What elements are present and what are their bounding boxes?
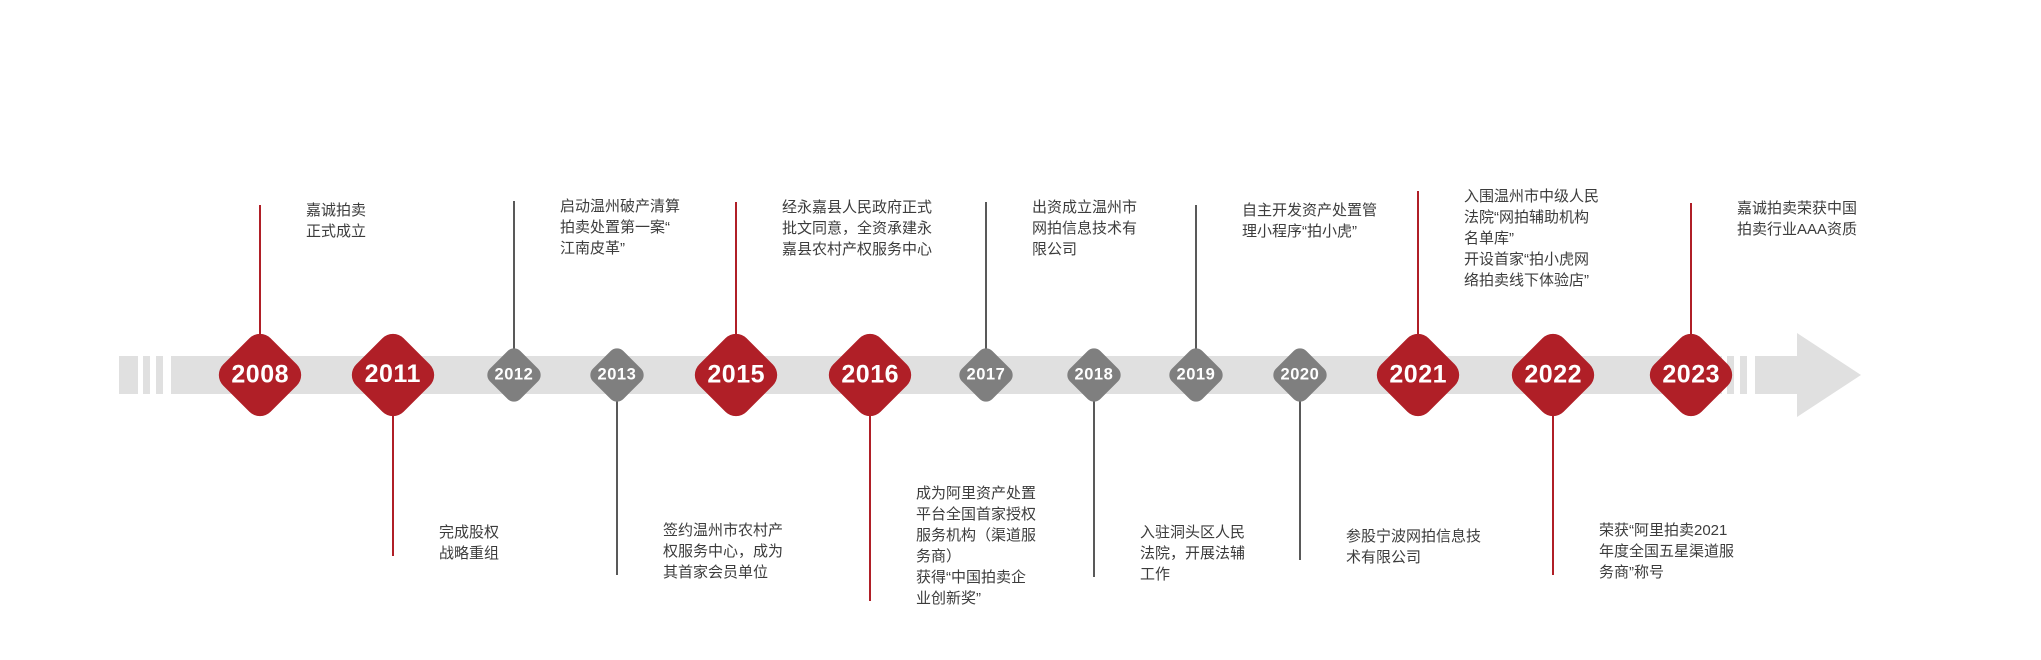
- year-label: 2021: [1389, 360, 1447, 389]
- connector-line: [1092, 375, 1096, 577]
- year-label: 2012: [494, 365, 534, 384]
- year-diamond: 2019: [1165, 344, 1227, 406]
- milestone-note: 经永嘉县人民政府正式 批文同意，全资承建永 嘉县农村产权服务中心: [782, 199, 933, 258]
- year-label: 2018: [1074, 365, 1114, 384]
- connector-line: [615, 375, 619, 575]
- year-diamond: 2021: [1370, 327, 1466, 423]
- connector-line: [258, 205, 262, 375]
- milestone-note: 成为阿里资产处置 平台全国首家授权 服务机构（渠道服 务商） 获得“中国拍卖企 …: [916, 485, 1037, 607]
- year-label: 2013: [597, 365, 637, 384]
- year-diamond: 2011: [345, 327, 441, 423]
- connector-line: [391, 375, 395, 556]
- milestone-note: 启动温州破产清算 拍卖处置第一案“ 江南皮革”: [560, 198, 681, 257]
- connector-line: [1194, 205, 1198, 375]
- bar-segment-gap: [1734, 354, 1740, 396]
- bar-segment-gap: [1747, 354, 1755, 396]
- year-diamond: 2017: [955, 344, 1017, 406]
- year-label: 2020: [1280, 365, 1320, 384]
- connector-line: [512, 201, 516, 375]
- year-diamond: 2018: [1063, 344, 1125, 406]
- year-diamond: 2020: [1269, 344, 1331, 406]
- year-label: 2017: [966, 365, 1006, 384]
- milestone-note: 嘉诚拍卖 正式成立: [306, 202, 367, 240]
- year-label: 2022: [1524, 360, 1582, 389]
- bar-segment-gap: [150, 354, 156, 396]
- timeline-arrow-icon: [1797, 333, 1861, 417]
- bar-segment-gap: [138, 354, 143, 396]
- milestone-note: 入驻洞头区人民 法院，开展法辅 工作: [1140, 524, 1246, 583]
- milestone-note: 自主开发资产处置管 理小程序“拍小虎”: [1242, 202, 1378, 240]
- connector-line: [1551, 375, 1555, 575]
- year-diamond: 2023: [1643, 327, 1739, 423]
- connector-line: [1689, 203, 1693, 375]
- milestone-note: 参股宁波网拍信息技 术有限公司: [1346, 528, 1482, 566]
- connector-line: [1416, 191, 1420, 375]
- year-diamond: 2016: [822, 327, 918, 423]
- milestone-note: 荣获“阿里拍卖2021 年度全国五星渠道服 务商”称号: [1599, 522, 1735, 581]
- milestone-note: 嘉诚拍卖荣获中国 拍卖行业AAA资质: [1737, 200, 1858, 238]
- milestone-note: 签约温州市农村产 权服务中心，成为 其首家会员单位: [663, 522, 784, 581]
- year-label: 2016: [841, 360, 899, 389]
- year-diamond: 2013: [586, 344, 648, 406]
- connector-line: [868, 375, 872, 601]
- connector-line: [1298, 375, 1302, 560]
- connector-line: [734, 202, 738, 375]
- year-label: 2008: [231, 360, 289, 389]
- year-diamond: 2008: [212, 327, 308, 423]
- year-diamond: 2022: [1505, 327, 1601, 423]
- milestone-note: 入围温州市中级人民 法院“网拍辅助机构 名单库” 开设首家“拍小虎网 络拍卖线下…: [1464, 188, 1600, 289]
- year-diamond: 2012: [483, 344, 545, 406]
- connector-line: [984, 202, 988, 375]
- year-label: 2023: [1662, 360, 1720, 389]
- year-label: 2011: [364, 360, 422, 389]
- year-diamond: 2015: [688, 327, 784, 423]
- milestone-note: 完成股权 战略重组: [439, 524, 500, 562]
- bar-segment-gap: [163, 354, 171, 396]
- year-label: 2019: [1176, 365, 1216, 384]
- milestone-note: 出资成立温州市 网拍信息技术有 限公司: [1032, 199, 1138, 258]
- year-label: 2015: [707, 360, 765, 389]
